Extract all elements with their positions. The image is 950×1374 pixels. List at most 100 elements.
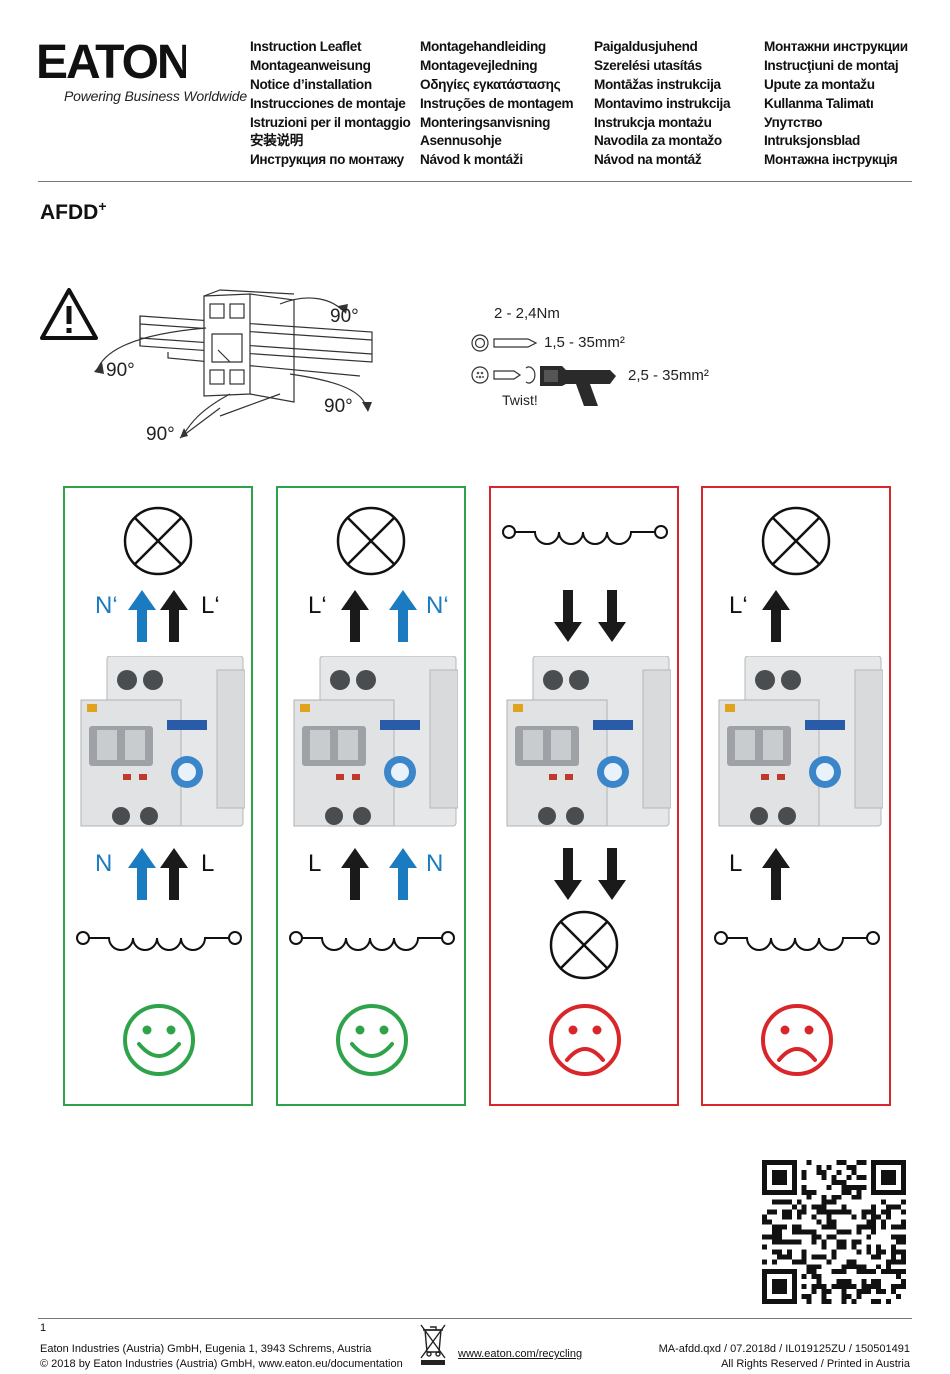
line-in-label: L (729, 850, 743, 877)
tagline: Powering Business Worldwide (64, 88, 247, 104)
sad-face-icon (549, 1004, 621, 1076)
angle-label: 90° (324, 396, 353, 417)
title-text: Монтажни инструкции (764, 39, 908, 54)
company-address: Eaton Industries (Austria) GmbH, Eugenia… (40, 1343, 372, 1355)
neutral-in-label: N (95, 850, 113, 877)
title-text: Návod na montáž (594, 152, 702, 168)
arrow-up-icon (762, 590, 790, 642)
recycling-link[interactable]: www.eaton.com/recycling (458, 1348, 583, 1360)
neutral-out-label: N‘ (95, 592, 118, 619)
weee-bin-icon (420, 1324, 446, 1365)
line-in-label: L (308, 850, 322, 877)
title-text: Montagehandleiding (420, 39, 546, 54)
instruction-titles-col-2: Montagehandleiding Montagevejledning Οδη… (420, 38, 574, 170)
arrow-up-icon (762, 848, 790, 900)
wiring-panel-correct-2: L‘ N‘ L N (276, 486, 466, 1106)
arrow-up-icon (341, 590, 369, 642)
title-text: Instrucţiuni de montaj (764, 57, 899, 73)
arrow-down-icon (554, 590, 582, 642)
title-text: Návod k montáži (420, 152, 523, 168)
page-number: 1 (40, 1322, 47, 1334)
arrow-down-icon (598, 590, 626, 642)
lamp-symbol (123, 506, 193, 576)
logo-text: EATON (36, 38, 186, 84)
document-reference: MA-afdd.qxd / 07.2018d / IL019125ZU / 15… (658, 1343, 910, 1355)
title-text: Монтажна інструкція (764, 152, 898, 168)
stranded-conductor-spec: 2,5 - 35mm² (628, 367, 709, 384)
title-text: Paigaldusjuhend (594, 39, 698, 54)
lamp-symbol (549, 910, 619, 980)
happy-face-icon (123, 1004, 195, 1076)
title-text: Asennusohje (420, 133, 502, 149)
solid-conductor-icon (471, 334, 538, 352)
title-text: Montageanweisung (250, 57, 371, 73)
title-text: Montavimo instrukcija (594, 95, 731, 111)
afdd-device (80, 656, 245, 827)
happy-face-icon (336, 1004, 408, 1076)
arrow-down-icon (598, 848, 626, 900)
title-text: Intruksjonsblad (764, 133, 860, 149)
coil-symbol (76, 931, 242, 951)
line-out-label: L‘ (729, 592, 748, 619)
title-text: Instrucciones de montaje (250, 95, 406, 111)
wiring-panel-wrong-2: L‘ L (701, 486, 891, 1106)
angle-label: 90° (330, 306, 359, 327)
coil-symbol (289, 931, 455, 951)
din-rail-mounting-drawing (94, 289, 373, 439)
arrow-up-icon (160, 848, 188, 900)
title-text: Navodila za montažo (594, 133, 722, 149)
title-text: Szerelési utasítás (594, 57, 702, 73)
footer-divider (38, 1318, 912, 1319)
title-text: Montāžas instrukcija (594, 76, 721, 92)
arrow-up-icon (128, 848, 156, 900)
title-text: 安装说明 (250, 133, 303, 149)
arrow-up-icon (128, 590, 156, 642)
stranded-conductor-tool-icon (471, 366, 616, 406)
torque-spec: 2 - 2,4Nm (494, 305, 560, 322)
warning-icon (40, 288, 98, 340)
sad-face-icon (761, 1004, 833, 1076)
footer-doc-info: MA-afdd.qxd / 07.2018d / IL019125ZU / 15… (659, 1342, 910, 1372)
arrow-up-icon (341, 848, 369, 900)
coil-symbol (714, 931, 880, 951)
wiring-panel-correct-1: N‘ L‘ N L (63, 486, 253, 1106)
solid-conductor-spec: 1,5 - 35mm² (544, 334, 625, 351)
twist-label: Twist! (502, 392, 538, 408)
lamp-symbol (336, 506, 406, 576)
afdd-device (293, 656, 458, 827)
wiring-panel-wrong-1 (489, 486, 679, 1106)
arrow-up-icon (389, 848, 417, 900)
footer-company-info: Eaton Industries (Austria) GmbH, Eugenia… (40, 1342, 403, 1372)
afdd-device (718, 656, 883, 827)
neutral-in-label: N (426, 850, 444, 877)
title-text: Instruction Leaflet (250, 39, 362, 54)
title-text: Monteringsanvisning (420, 114, 551, 130)
line-out-label: L‘ (201, 592, 220, 619)
angle-label: 90° (146, 424, 175, 445)
rights-notice: All Rights Reserved / Printed in Austria (721, 1358, 910, 1370)
angle-label: 90° (106, 360, 135, 381)
title-text: Instruções de montagem (420, 95, 574, 111)
header-divider (38, 181, 912, 182)
title-text: Upute za montažu (764, 76, 875, 92)
arrow-up-icon (160, 590, 188, 642)
title-text: Instrukcja montażu (594, 114, 712, 130)
copyright: © 2018 by Eaton Industries (Austria) Gmb… (40, 1358, 403, 1370)
coil-symbol (502, 525, 668, 545)
title-text: Упутство (764, 114, 823, 130)
arrow-up-icon (389, 590, 417, 642)
product-superscript: + (98, 198, 107, 214)
title-text: Инструкция по монтажу (250, 152, 404, 168)
neutral-out-label: N‘ (426, 592, 449, 619)
product-name: AFDD (40, 201, 99, 224)
product-title: AFDD+ (40, 198, 107, 225)
title-text: Kullanma Talimatı (764, 95, 874, 111)
qr-code-icon (762, 1160, 906, 1304)
instruction-titles-col-4: Монтажни инструкции Instrucţiuni de mont… (764, 38, 908, 170)
title-text: Istruzioni per il montaggio (250, 114, 411, 130)
afdd-device (506, 656, 671, 827)
lamp-symbol (761, 506, 831, 576)
title-text: Οδηγίες εγκατάστασης (420, 76, 561, 92)
title-text: Notice d’installation (250, 76, 372, 92)
title-text: Montagevejledning (420, 57, 538, 73)
